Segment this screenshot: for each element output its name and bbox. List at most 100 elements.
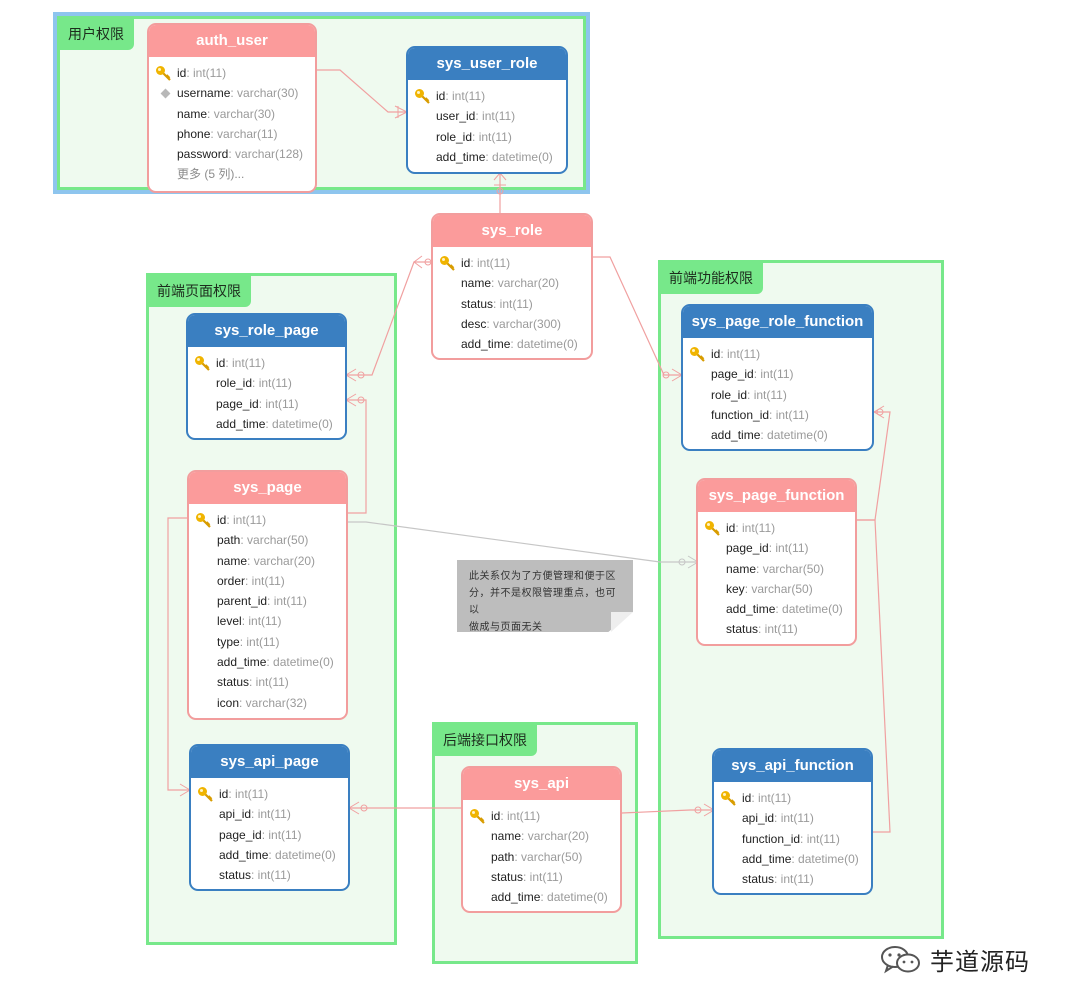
field-type: : int(11): [753, 367, 794, 382]
field-type: : int(11): [228, 787, 269, 801]
field-name: add_time: [491, 890, 541, 905]
table-sys-role[interactable]: sys_role id: int(11) name: varchar(20) s…: [431, 213, 593, 360]
table-sys-api-function[interactable]: sys_api_function id: int(11) api_id: int…: [712, 748, 873, 895]
table-title: sys_role: [433, 215, 591, 247]
field-type: : int(11): [251, 807, 291, 822]
field-name: type: [217, 634, 240, 649]
field-type: : varchar(50): [240, 533, 309, 548]
crowfoot-role-page-left: [413, 255, 423, 269]
field-name: status: [219, 868, 252, 883]
field-name: id: [461, 256, 471, 270]
field-name: page_id: [219, 827, 262, 842]
field-type: : datetime(0): [510, 337, 578, 352]
field-type: : varchar(20): [491, 276, 560, 291]
field-name: id: [436, 89, 446, 103]
field-row: id: int(11): [714, 788, 871, 808]
field-type: : int(11): [258, 396, 299, 411]
table-title: sys_api_page: [191, 746, 348, 778]
field-row: icon: varchar(32): [189, 693, 346, 713]
field-type: : int(11): [774, 811, 814, 826]
group-label-backend-api-perm: 后端接口权限: [435, 725, 537, 756]
user-perm-frame: [53, 12, 590, 194]
field-type: : int(11): [470, 256, 511, 270]
field-type: : varchar(128): [228, 147, 304, 162]
table-title: sys_user_role: [408, 48, 566, 80]
table-sys-user-role[interactable]: sys_user_role id : int(11) user_id: int(1…: [406, 46, 568, 174]
key-icon: [415, 89, 430, 104]
field-type: : int(11): [225, 356, 266, 370]
key-icon: [440, 256, 455, 271]
field-name: id: [711, 347, 721, 361]
table-auth-user[interactable]: auth_user id: int(11) username: varchar(…: [147, 23, 317, 193]
field-name: add_time: [742, 851, 792, 866]
field-row: name: varchar(50): [698, 559, 855, 579]
diagram-note[interactable]: 此关系仅为了方便管理和便于区 分，并不是权限管理重点，也可以 做成与页面无关: [457, 560, 633, 632]
field-name: name: [177, 106, 208, 121]
field-row: api_id: int(11): [191, 804, 348, 824]
field-row: name: varchar(20): [189, 551, 346, 571]
group-label-front-page-perm: 前端页面权限: [149, 276, 251, 307]
field-row: path: varchar(50): [463, 847, 620, 867]
field-row: id: int(11): [189, 510, 346, 530]
field-row: status: int(11): [189, 672, 346, 692]
field-row: status: int(11): [433, 294, 591, 314]
field-row: user_id: int(11): [408, 106, 566, 126]
field-row: id: int(11): [433, 253, 591, 273]
more-columns-link[interactable]: 更多 (5 列)...: [149, 164, 315, 184]
table-sys-page-role-function[interactable]: sys_page_role_function id: int(11) page_…: [681, 304, 874, 451]
key-icon: [198, 787, 213, 802]
field-row: role_id: int(11): [188, 373, 345, 393]
field-type: : datetime(0): [775, 602, 843, 617]
table-title: sys_api_function: [714, 750, 871, 782]
field-row: function_id: int(11): [714, 829, 871, 849]
field-name: desc: [461, 316, 487, 331]
field-name: key: [726, 581, 745, 596]
field-name: status: [217, 675, 250, 690]
field-type: : int(11): [493, 296, 533, 311]
field-name: id: [219, 787, 229, 801]
field-name: page_id: [726, 541, 769, 556]
table-sys-role-page[interactable]: sys_role_page id: int(11) role_id: int(1…: [186, 313, 347, 440]
field-row: name: varchar(20): [433, 273, 591, 293]
field-name: status: [491, 869, 524, 884]
field-type: : int(11): [768, 541, 809, 556]
field-type: : datetime(0): [791, 851, 859, 866]
group-label-user-perm: 用户权限: [60, 19, 134, 50]
field-type: : int(11): [523, 869, 563, 884]
field-row: order: int(11): [189, 571, 346, 591]
table-sys-api-page[interactable]: sys_api_page id: int(11) api_id: int(11)…: [189, 744, 350, 891]
field-row: id: int(11): [683, 344, 872, 364]
field-row: status: int(11): [698, 619, 855, 639]
field-row: add_time: datetime(0): [714, 849, 871, 869]
field-type: : datetime(0): [265, 416, 333, 431]
field-name: id: [742, 791, 752, 805]
field-name: role_id: [436, 129, 473, 144]
table-sys-page[interactable]: sys_page id: int(11) path: varchar(50) n…: [187, 470, 348, 720]
field-name: status: [726, 622, 759, 637]
field-name: function_id: [711, 407, 770, 422]
field-name: api_id: [219, 807, 252, 822]
field-row: id: int(11): [188, 353, 345, 373]
field-name: role_id: [711, 387, 748, 402]
field-name: user_id: [436, 109, 476, 124]
field-row: add_time: datetime(0): [408, 147, 566, 167]
note-fold-corner: [611, 612, 633, 632]
note-line: 做成与页面无关: [469, 622, 543, 633]
field-type: : int(11): [472, 129, 512, 144]
field-row: status: int(11): [191, 865, 348, 885]
field-row: password: varchar(128): [149, 144, 315, 164]
field-type: : int(11): [252, 376, 292, 391]
table-sys-page-function[interactable]: sys_page_function id: int(11) page_id: i…: [696, 478, 857, 646]
field-type: : int(11): [249, 675, 289, 690]
field-name: parent_id: [217, 594, 268, 609]
wechat-icon: [881, 945, 920, 973]
field-type: : varchar(300): [486, 316, 562, 331]
field-type: : int(11): [226, 513, 267, 527]
field-type: : int(11): [500, 809, 541, 823]
table-sys-api[interactable]: sys_api id: int(11) name: varchar(20) pa…: [461, 766, 622, 913]
more-columns-text[interactable]: 更多 (5 列)...: [177, 167, 245, 182]
field-name: page_id: [711, 367, 754, 382]
field-name: path: [217, 533, 241, 548]
field-type: : datetime(0): [268, 847, 336, 862]
key-icon: [705, 521, 720, 536]
